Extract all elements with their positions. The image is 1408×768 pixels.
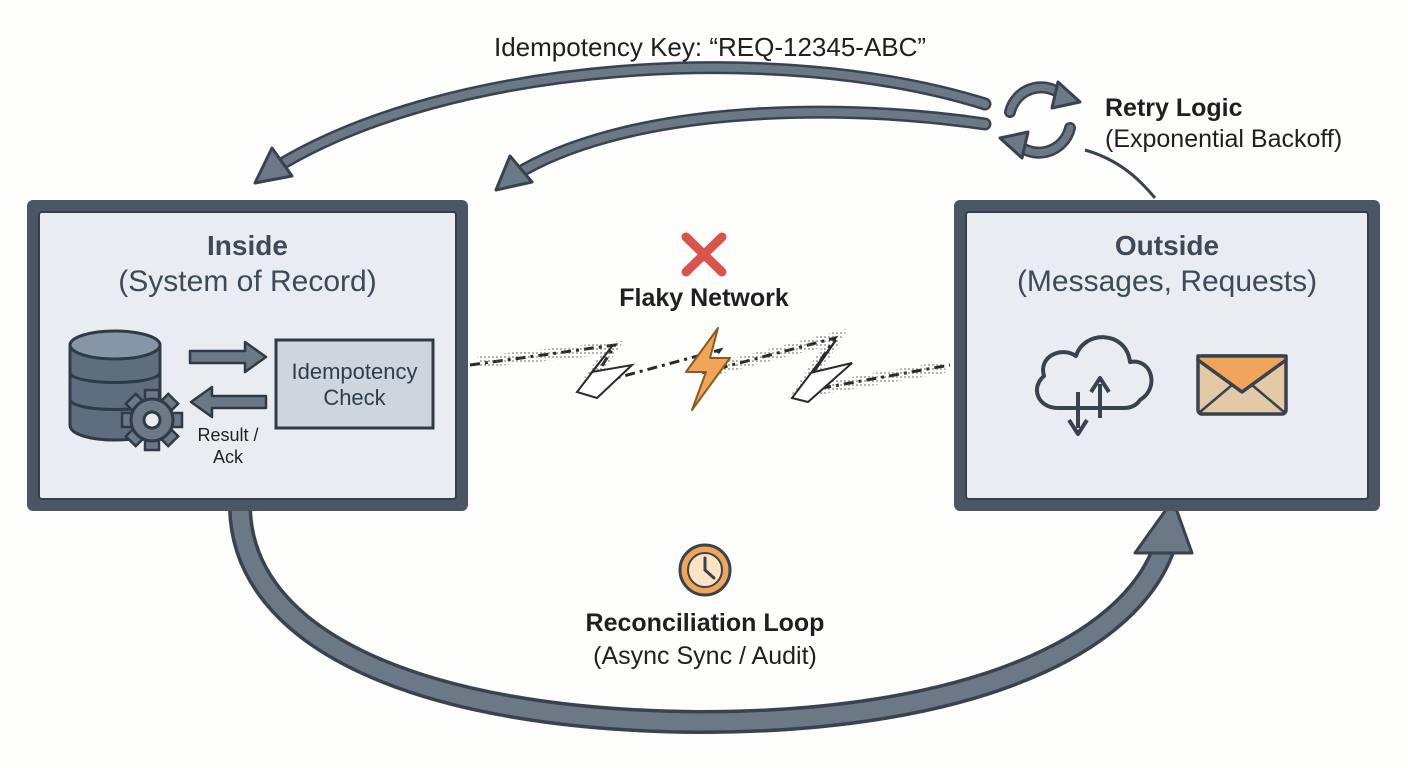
gear-icon [120, 388, 184, 452]
cloud-sync-icon [1035, 335, 1154, 436]
outside-title: Outside [1114, 230, 1220, 261]
request-arrow-right [188, 340, 268, 374]
result-ack-line1: Result / [197, 425, 259, 445]
inside-subtitle: (System of Record) [118, 265, 377, 298]
result-arrow-left [189, 385, 268, 419]
retry-connector-line [1084, 148, 1157, 199]
retry-logic-title: Retry Logic [1105, 94, 1243, 122]
flaky-network-link [469, 328, 951, 404]
outside-box [954, 200, 1380, 511]
result-ack-line2: Ack [212, 447, 243, 467]
outside-subtitle: (Messages, Requests) [1016, 265, 1318, 298]
retry-arrow-inner [494, 105, 992, 192]
idempotency-check-line2: Check [323, 385, 386, 410]
retry-logic-subtitle: (Exponential Backoff) [1105, 125, 1343, 153]
idempotency-check-box [274, 338, 435, 430]
reconciliation-loop-subtitle: (Async Sync / Audit) [593, 642, 817, 670]
lightning-icon [685, 327, 731, 411]
clock-icon [678, 543, 732, 597]
refresh-icon [998, 80, 1082, 160]
reconciliation-loop-title: Reconciliation Loop [585, 609, 825, 637]
flaky-network-label: Flaky Network [619, 284, 789, 312]
inside-title: Inside [207, 230, 288, 261]
idempotency-check-line1: Idempotency [291, 359, 418, 384]
envelope-icon [1196, 354, 1288, 416]
error-x-icon [681, 232, 727, 277]
idempotency-key-label: Idempotency Key: “REQ-12345-ABC” [494, 32, 927, 62]
retry-arrow-outer [253, 61, 992, 185]
reconciliation-arrow [228, 498, 1194, 735]
